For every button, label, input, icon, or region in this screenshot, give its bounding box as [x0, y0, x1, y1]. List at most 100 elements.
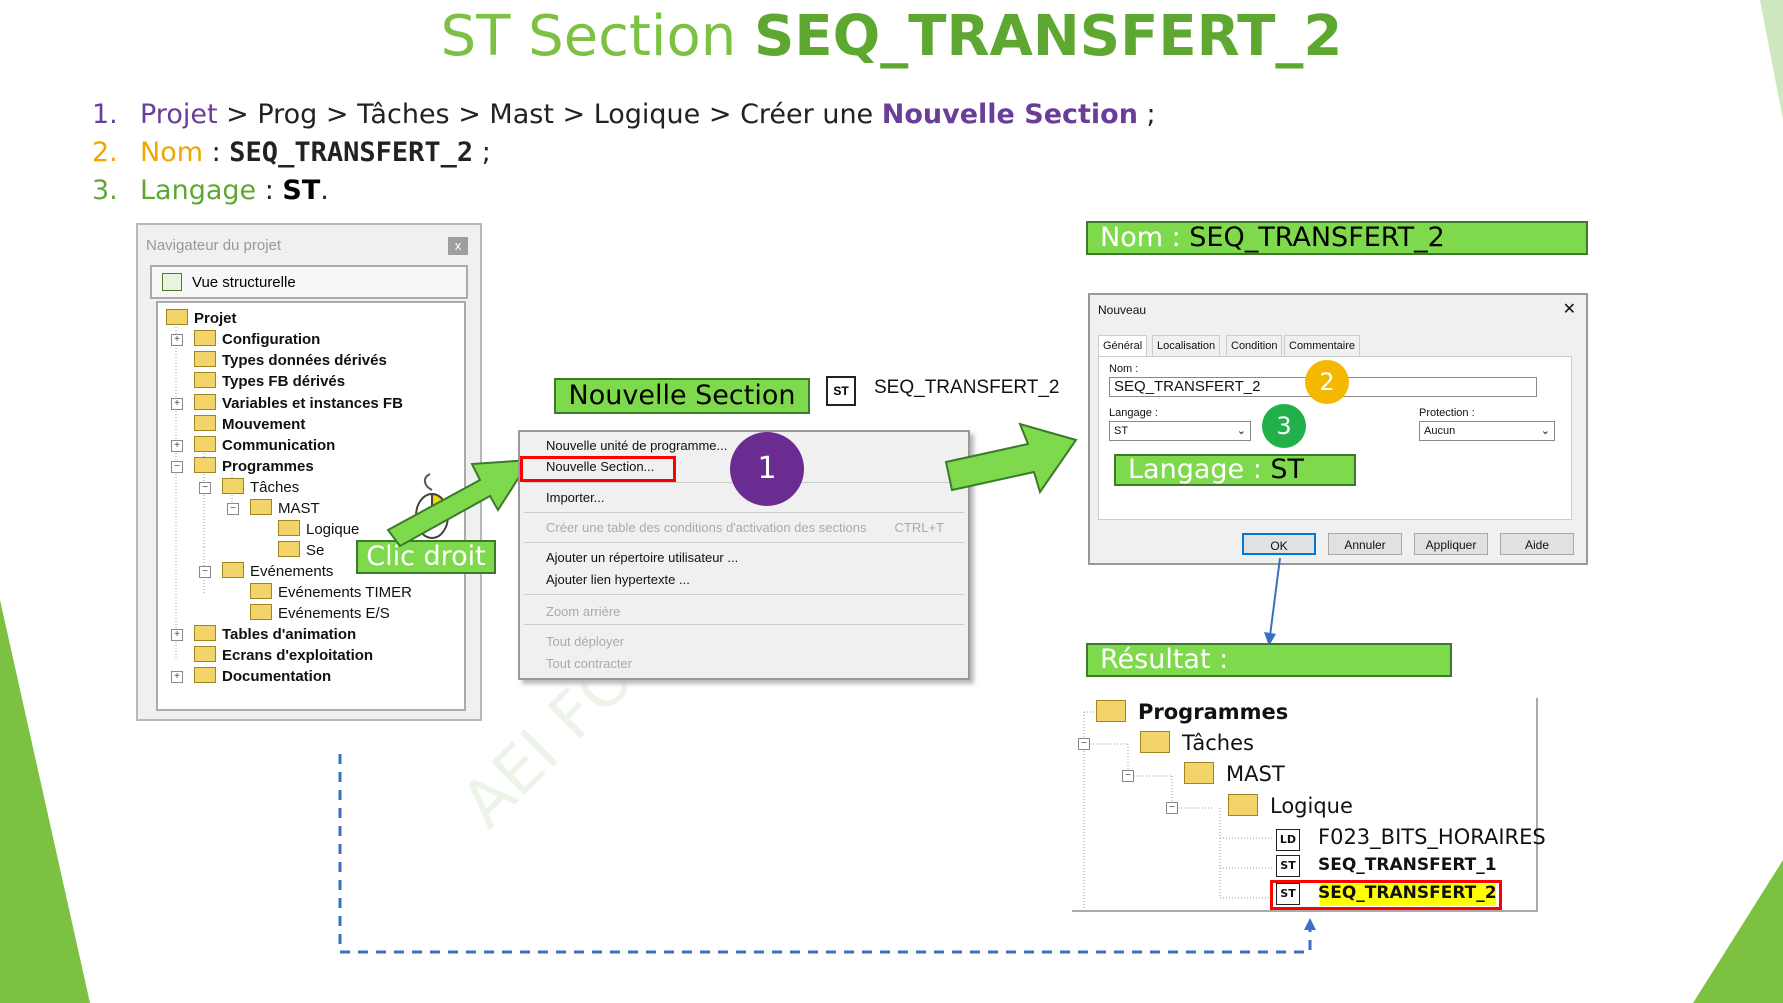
expand-icon[interactable]: +: [171, 629, 183, 641]
tab-localisation[interactable]: Localisation: [1152, 335, 1221, 357]
expand-icon[interactable]: +: [171, 671, 183, 683]
menu-item-add-user-directory[interactable]: Ajouter un répertoire utilisateur ...: [546, 550, 739, 565]
collapse-icon[interactable]: −: [1078, 738, 1090, 750]
help-button[interactable]: Aide: [1500, 533, 1574, 555]
close-icon[interactable]: ✕: [1562, 301, 1576, 318]
tree-item-configuration[interactable]: Configuration: [194, 330, 320, 348]
tree-label: Evénements TIMER: [278, 584, 412, 601]
project-navigator: Navigateur du projet x Vue structurelle …: [136, 223, 482, 721]
tree-label: Documentation: [222, 668, 332, 685]
menu-item-new-section[interactable]: Nouvelle Section...: [546, 459, 655, 474]
folder-icon: [194, 667, 216, 683]
step-text: SEQ_TRANSFERT_2: [229, 137, 474, 168]
tree-item-communication[interactable]: Communication: [194, 436, 335, 454]
result-item-taches[interactable]: Tâches: [1140, 731, 1254, 755]
tree-label: Mouvement: [222, 416, 306, 433]
step-text: .: [320, 175, 329, 206]
expand-icon[interactable]: +: [171, 398, 183, 410]
collapse-icon[interactable]: −: [227, 503, 239, 515]
result-item-mast[interactable]: MAST: [1184, 762, 1285, 786]
highlight-fill: [1320, 884, 1496, 906]
menu-item-import[interactable]: Importer...: [546, 490, 605, 505]
folder-icon: [194, 625, 216, 641]
tree-label: Tâches: [250, 479, 300, 496]
tree-item-evenements-timer[interactable]: Evénements TIMER: [250, 583, 412, 601]
tree-item-mouvement[interactable]: Mouvement: [194, 415, 305, 433]
menu-item-new-program-unit[interactable]: Nouvelle unité de programme...: [546, 438, 728, 453]
tree-item-logique[interactable]: Logique: [278, 520, 359, 538]
step-number: 2.: [92, 137, 118, 168]
tab-condition[interactable]: Condition: [1226, 335, 1283, 357]
structural-view-label: Vue structurelle: [192, 274, 296, 291]
tree-item-programmes[interactable]: Programmes: [194, 457, 314, 475]
tree-item-projet[interactable]: Projet: [166, 309, 237, 327]
menu-item-expand-all: Tout déployer: [546, 634, 625, 649]
result-item-logique[interactable]: Logique: [1228, 794, 1353, 818]
apply-button[interactable]: Appliquer: [1414, 533, 1488, 555]
tree-item-evenements-es[interactable]: Evénements E/S: [250, 604, 390, 622]
protection-select[interactable]: Aucun⌄: [1419, 421, 1555, 441]
chevron-down-icon: ⌄: [1236, 425, 1246, 437]
tree-view-icon: [162, 273, 182, 291]
folder-icon: [194, 457, 216, 473]
tree-label: Configuration: [222, 331, 321, 348]
folder-icon: [194, 646, 216, 662]
folder-icon: [1140, 731, 1170, 753]
collapse-icon[interactable]: −: [199, 482, 211, 494]
tree-label: Communication: [222, 437, 336, 454]
tab-general[interactable]: Général: [1098, 335, 1148, 357]
tree-item-taches[interactable]: Tâches: [222, 478, 299, 496]
tree-item-variables[interactable]: Variables et instances FB: [194, 394, 403, 412]
navigator-title: Navigateur du projet: [146, 237, 282, 254]
tab-commentaire[interactable]: Commentaire: [1284, 335, 1361, 357]
cancel-button[interactable]: Annuler: [1328, 533, 1402, 555]
step-1: 1.Projet > Prog > Tâches > Mast > Logiqu…: [92, 96, 1156, 134]
folder-icon: [194, 330, 216, 346]
tree-item-types-donnees[interactable]: Types données dérivés: [194, 351, 387, 369]
structural-view-tab[interactable]: Vue structurelle: [150, 265, 468, 299]
menu-separator: [524, 624, 964, 625]
language-label-key: Langage :: [1128, 454, 1271, 485]
language-label-box: Langage : ST: [1114, 454, 1356, 486]
menu-item-add-hyperlink[interactable]: Ajouter lien hypertexte ...: [546, 572, 690, 587]
tree-item-types-fb[interactable]: Types FB dérivés: [194, 372, 345, 390]
tree-item-tables-animation[interactable]: Tables d'animation: [194, 625, 356, 643]
ok-button[interactable]: OK: [1242, 533, 1316, 555]
tree-label: Projet: [194, 310, 237, 327]
st-section-icon: ST: [1276, 855, 1300, 877]
step-text: Langage: [140, 175, 257, 206]
folder-icon: [194, 415, 216, 431]
st-section-icon: ST: [826, 376, 856, 406]
name-label-key: Nom :: [1100, 222, 1190, 253]
tree-item-mast[interactable]: MAST: [250, 499, 320, 517]
edge-decoration: [1760, 0, 1783, 120]
collapse-icon[interactable]: −: [1166, 802, 1178, 814]
chevron-down-icon: ⌄: [1540, 425, 1550, 437]
expand-icon[interactable]: +: [171, 334, 183, 346]
collapse-icon[interactable]: −: [199, 566, 211, 578]
close-icon[interactable]: x: [448, 237, 468, 255]
collapse-icon[interactable]: −: [1122, 770, 1134, 782]
title-prefix: ST Section: [440, 4, 737, 69]
arrow-down-icon: [1264, 557, 1281, 646]
result-item-programmes[interactable]: Programmes: [1096, 700, 1288, 724]
tree-label: Se: [306, 542, 325, 559]
tree-label: Logique: [306, 521, 360, 538]
language-select[interactable]: ST⌄: [1109, 421, 1251, 441]
collapse-icon[interactable]: −: [171, 461, 183, 473]
step-text: Nouvelle Section: [881, 99, 1138, 130]
menu-item-collapse-all: Tout contracter: [546, 656, 632, 671]
step-number: 3.: [92, 175, 118, 206]
tree-item-evenements[interactable]: Evénements: [222, 562, 333, 580]
tree-item-se[interactable]: Se: [278, 541, 324, 559]
tree-item-ecrans[interactable]: Ecrans d'exploitation: [194, 646, 373, 664]
folder-icon: [250, 604, 272, 620]
menu-shortcut: CTRL+T: [894, 520, 944, 535]
tree-item-documentation[interactable]: Documentation: [194, 667, 331, 685]
expand-icon[interactable]: +: [171, 440, 183, 452]
folder-icon: [278, 520, 300, 536]
